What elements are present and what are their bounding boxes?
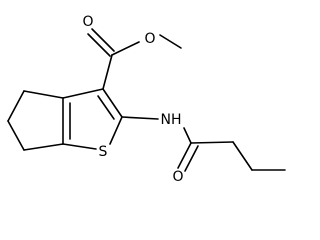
bond-c3a-c4 [23,90,64,99]
amine-nh-label: NH [161,112,182,128]
bond-ester-o-methyl [159,34,182,49]
bond-s-c6a [62,143,97,150]
bond-c5-c6 [7,120,25,151]
bond-c2-nh [121,116,159,120]
structure-canvas: O O S NH O [7,14,286,185]
sulfur-label: S [99,144,108,160]
skeletal-formula: O O S NH O [7,14,286,185]
bond-carboxyl-ester-o [111,41,140,56]
bond-c3-c3a [62,88,104,99]
bond-carbonyl-double-2 [91,28,115,52]
bond-c3-c2-double-2 [97,95,115,120]
amide-oxygen-label: O [172,169,183,185]
carbonyl-oxygen-label: O [82,14,93,30]
ester-oxygen-label: O [144,31,155,47]
bond-ch2-ch2 [232,141,253,171]
bond-amide-c-o-double-1 [177,142,192,169]
bond-c6-c6a [23,143,64,151]
bond-c4-c5 [7,90,25,122]
bond-amide-c-o-double-2 [184,145,199,172]
bond-c2-s [109,116,123,145]
bond-amide-c-ch2 [190,141,234,144]
bond-c3-c2-double-1 [102,88,123,118]
bond-carbonyl-double-1 [87,33,111,57]
bond-c3-carboxyl [102,54,113,90]
bond-nh-amide-c [183,127,192,144]
